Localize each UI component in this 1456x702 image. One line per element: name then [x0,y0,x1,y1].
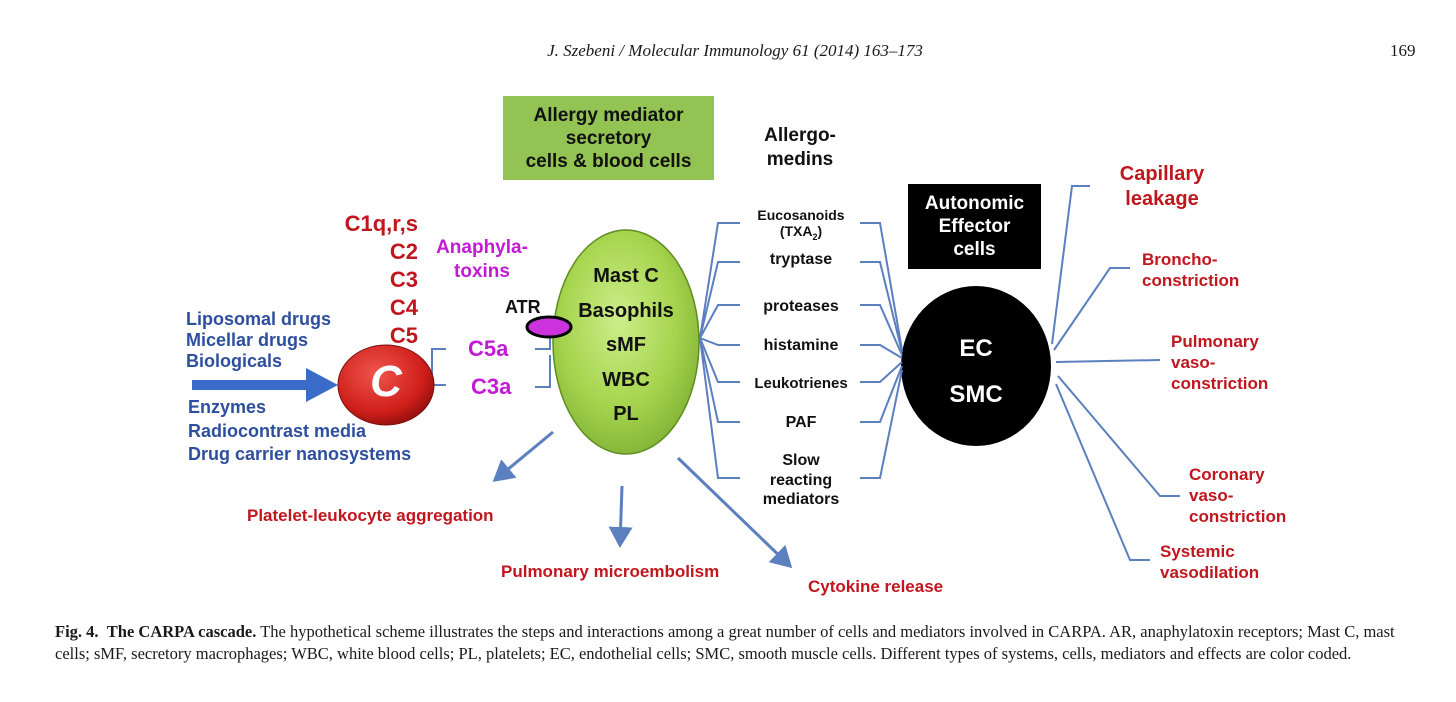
journal-header: J. Szebeni / Molecular Immunology 61 (20… [547,41,923,60]
effect-line: leakage [1125,188,1199,210]
triggers-top: Liposomal drugs Micellar drugs Biologica… [186,309,331,372]
secretory-cells-ellipse [552,229,700,455]
effector-cell-list: EC SMC [926,326,1026,418]
cell-type: sMF [606,334,646,356]
slow-reacting-line: reacting [769,471,833,489]
effector-cell-type: SMC [949,381,1003,408]
autonomic-line: Autonomic [924,193,1025,214]
effect-pulmonary-vasoconstriction: Pulmonary vaso- constriction [1171,331,1268,394]
mediator-eucosanoids-label: Eucosanoids [757,207,845,223]
effect-systemic-vasodilation: Systemic vasodilation [1160,541,1259,583]
trigger-item: Biologicals [186,351,283,371]
mediator-histamine: histamine [763,337,839,354]
effect-coronary-vasoconstriction: Coronary vaso- constriction [1189,464,1286,527]
complement-component: C1q,r,s [344,211,418,236]
trigger-item: Enzymes [188,397,267,417]
slow-reacting-line: Slow [782,452,820,469]
complement-component: C3 [389,267,418,292]
trigger-item: Micellar drugs [186,330,309,350]
triggers-bottom: Enzymes Radiocontrast media Drug carrier… [188,396,411,467]
arrow-microembolism [608,485,633,548]
caption-title: The CARPA cascade. [106,622,257,641]
complement-component: C2 [389,239,418,264]
trigger-item: Liposomal drugs [186,309,332,329]
complement-node-label: C [370,357,402,406]
effect-capillary-leakage: Capillary leakage [1118,162,1206,212]
anaphylatoxins-line: Anaphyla- [436,237,528,258]
complement-component: C5 [389,323,418,348]
secretory-cells-line: cells & blood cells [525,150,692,172]
effect-line: Broncho- [1142,250,1218,269]
trigger-item: Drug carrier nanosystems [188,444,412,464]
txa-close: ) [817,223,823,239]
caption-label: Fig. 4. [55,622,99,641]
autonomic-line: Effector [938,216,1011,237]
allergomedins-line: medins [766,149,834,170]
mediator-leukotrienes: Leukotrienes [754,375,848,392]
secretory-cells-line: secretory [565,127,652,149]
c5a-label: C5a [468,336,509,361]
cell-type: Mast C [593,265,659,287]
anaphylatoxins-label: Anaphyla- toxins [428,236,536,284]
txa-subscript: 2 [812,231,818,242]
mediator-txa2-label: (TXA2) [745,223,857,245]
caption-text: The hypothetical scheme illustrates the … [55,622,1395,663]
anaphylatoxin-receptor [525,315,573,339]
secretory-cells-box: Allergy mediator secretory cells & blood… [503,96,714,180]
cell-type: Basophils [578,299,674,322]
effect-line: Systemic [1160,542,1235,561]
atr-label: ATR [505,297,541,317]
effector-cells-circle [901,286,1051,446]
arrow-cytokine [676,456,793,569]
effect-line: vasodilation [1160,563,1260,582]
complement-components: C1q,r,s C2 C3 C4 C5 [318,210,418,350]
effect-line: constriction [1142,271,1240,290]
c3a-label: C3a [471,374,512,399]
secretory-cells-line: Allergy mediator [533,104,684,126]
slow-reacting-line: mediators [762,491,840,508]
effect-bronchoconstriction: Broncho- constriction [1142,249,1239,291]
output-platelet-aggregation: Platelet-leukocyte aggregation [247,506,494,525]
effect-line: Capillary [1119,163,1205,185]
cell-type: PL [613,403,639,425]
effect-line: vaso- [1189,486,1234,505]
mediator-proteases: proteases [763,298,839,315]
mediator-slow-reacting: Slow reacting mediators [745,451,857,510]
autonomic-effector-box: Autonomic Effector cells [908,184,1041,269]
figure-caption: Fig. 4. The CARPA cascade. The hypotheti… [55,621,1425,665]
effect-line: Coronary [1189,465,1265,484]
arrow-platelet [492,430,554,482]
effect-line: vaso- [1171,353,1216,372]
trigger-arrow-head [306,368,338,402]
mediator-eucosanoids: Eucosanoids (TXA2) [745,207,857,245]
cell-type: WBC [602,368,650,391]
autonomic-line: cells [953,239,996,260]
mediator-tryptase: tryptase [769,251,833,268]
txa-text: (TXA [779,223,813,239]
effector-cell-type: EC [959,335,993,362]
output-cytokine-release: Cytokine release [808,577,944,596]
allergomedins-title: Allergo- medins [754,124,846,172]
page-number: 169 [1390,41,1416,60]
anaphylatoxins-line: toxins [454,261,510,282]
output-pulmonary-microembolism: Pulmonary microembolism [501,562,720,581]
complement-node [337,344,435,426]
mediator-paf: PAF [785,414,817,431]
effect-line: constriction [1189,507,1287,526]
effect-line: Pulmonary [1171,332,1259,351]
trigger-item: Radiocontrast media [188,420,367,441]
allergomedins-line: Allergo- [764,125,836,146]
secretory-cell-list: Mast C Basophils sMF WBC PL [566,259,686,432]
complement-component: C4 [389,295,418,320]
effect-line: constriction [1171,374,1269,393]
